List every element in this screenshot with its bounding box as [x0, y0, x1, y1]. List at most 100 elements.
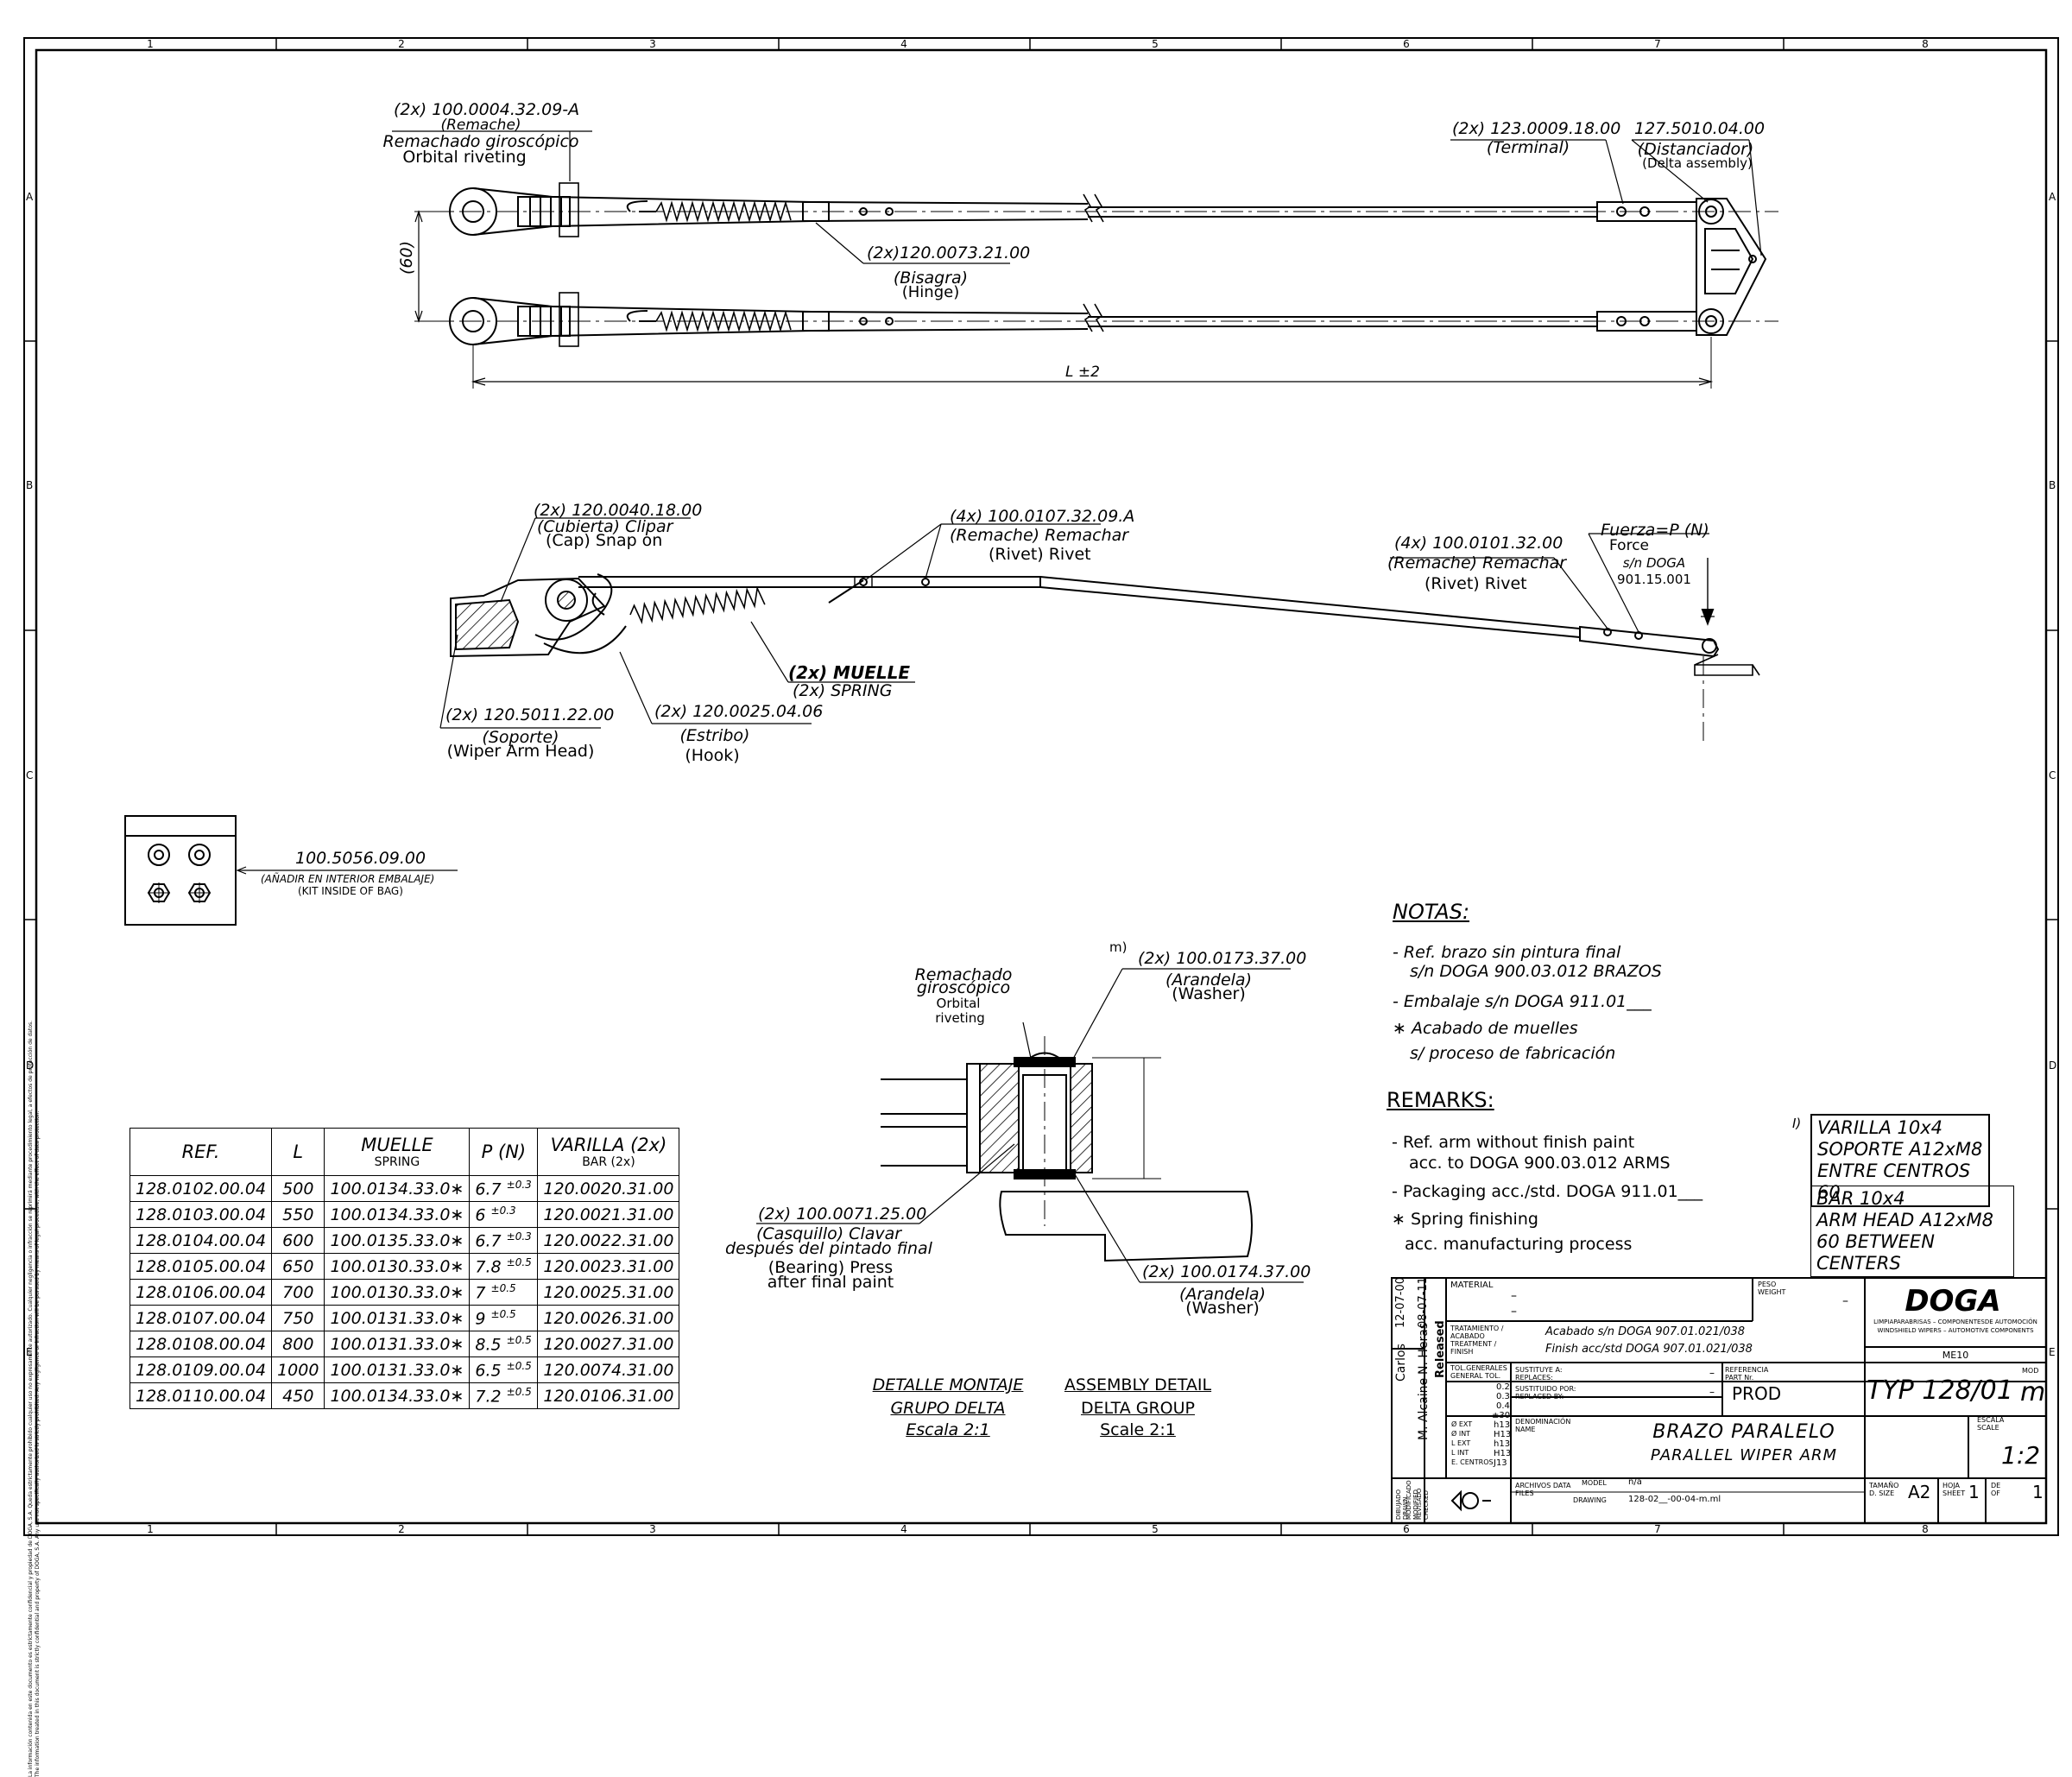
ref-cell: 128.0106.00.04: [129, 1279, 273, 1306]
note-1b: s/n DOGA 900.03.012 BRAZOS: [1410, 962, 1662, 981]
washer-top-en: (Washer): [1172, 984, 1246, 1003]
washer-top-es: (Arandela): [1166, 971, 1252, 990]
spring-cell: 100.0134.33.0∗: [324, 1201, 471, 1228]
tol-name: Ø INT: [1451, 1430, 1471, 1438]
bar-cell: 120.0023.31.00: [537, 1253, 680, 1280]
hinge-en: (Hinge): [901, 283, 960, 301]
column-label: 5: [1152, 38, 1159, 50]
column-label: 1: [147, 38, 154, 50]
treatment-label: TRATAMIENTO / ACABADO TREATMENT / FINISH: [1450, 1325, 1504, 1356]
head-es: (Soporte): [482, 728, 559, 747]
note-3b: s/ proceso de fabricación: [1410, 1044, 1616, 1063]
tolerance-sup: ±0.5: [506, 1255, 532, 1268]
orbital-es1: Remachado: [914, 965, 1013, 984]
bearing-es1: (Casquillo) Clavar: [755, 1224, 902, 1243]
force-cell: 9 ±0.5: [469, 1305, 539, 1331]
length-cell: 450: [271, 1382, 325, 1409]
column-label: 3: [649, 1523, 656, 1535]
tol-value: h13: [1494, 1439, 1511, 1449]
force-cell: 6.7 ±0.3: [469, 1227, 539, 1254]
tolerance-sup: ±0.3: [506, 1178, 532, 1191]
frame-border: [23, 37, 2059, 1536]
kit-en: (KIT INSIDE OF BAG): [298, 885, 403, 897]
bearing-ref: (2x) 100.0071.25.00: [758, 1205, 927, 1224]
force-std2: 901.15.001: [1617, 572, 1691, 587]
column-label: 8: [1922, 1523, 1929, 1535]
length-cell: 500: [271, 1175, 325, 1202]
tol-name: E. CENTROS: [1451, 1458, 1494, 1466]
force-std1: s/n DOGA: [1622, 555, 1686, 571]
replaces-value: –: [1709, 1367, 1715, 1379]
detail-title-en3: Scale 2:1: [1100, 1420, 1176, 1439]
spacing-dim: (60): [397, 240, 416, 275]
replaces-label: SUSTITUYE A: REPLACES:: [1515, 1366, 1563, 1382]
spring-cell: 100.0131.33.0∗: [324, 1331, 471, 1357]
washer-bot-es: (Arandela): [1179, 1285, 1266, 1304]
column-label: 3: [649, 38, 656, 50]
ref-cell: 128.0109.00.04: [129, 1356, 273, 1383]
force-cell: 8.5 ±0.5: [469, 1331, 539, 1357]
head-ref: (2x) 120.5011.22.00: [445, 705, 615, 724]
tolerance-sup: ±0.3: [506, 1230, 532, 1243]
terminal-label: (Terminal): [1486, 138, 1570, 157]
rivet4b-es: (Remache) Remachar: [1387, 553, 1567, 572]
company-logo: DOGA: [1905, 1284, 2001, 1319]
column-label: 2: [398, 38, 405, 50]
rivet-es2: Remachado giroscópico: [382, 132, 579, 151]
spring-en: (2x) SPRING: [793, 681, 893, 700]
date-released: 08-07-11: [1417, 1276, 1430, 1328]
spring-cell: 100.0130.33.0∗: [324, 1279, 471, 1306]
row-label: C: [2049, 769, 2056, 781]
of-value: 1: [2032, 1482, 2044, 1502]
remark-3a: ∗ Spring finishing: [1392, 1210, 1538, 1229]
delta-ref: 127.5010.04.00: [1634, 119, 1766, 138]
ref-cell: 128.0104.00.04: [129, 1227, 273, 1254]
hinge-ref: (2x)120.0073.21.00: [867, 243, 1031, 262]
orbital-es2: giroscópico: [916, 978, 1011, 997]
detail-title-es1: DETALLE MONTAJE: [872, 1375, 1024, 1394]
assembly-detail-section: [756, 968, 1304, 1283]
column-label: 2: [398, 1523, 405, 1535]
cap-ref: (2x) 120.0040.18.00: [534, 501, 703, 520]
force-cell: 7.8 ±0.5: [469, 1253, 539, 1280]
remarks-title: REMARKS:: [1387, 1088, 1494, 1112]
force-cell: 7.2 ±0.5: [469, 1382, 539, 1409]
kit-ref: 100.5056.09.00: [295, 849, 426, 868]
data-files-label: ARCHIVOS DATA FILES: [1515, 1482, 1571, 1497]
mod-label: MOD: [2022, 1367, 2039, 1375]
tolerance-sup: ±0.5: [506, 1359, 532, 1372]
role-checked: REVISADO CHECKED: [1416, 1488, 1430, 1520]
remark-3b: acc. manufacturing process: [1405, 1235, 1633, 1254]
spring-cell: 100.0131.33.0∗: [324, 1356, 471, 1383]
cap-en: (Cap) Snap on: [546, 531, 663, 550]
weight-label: PESO WEIGHT: [1758, 1281, 1786, 1296]
treatment-es: Acabado s/n DOGA 907.01.021/038: [1545, 1325, 1746, 1338]
note-3a: ∗ Acabado de muelles: [1393, 1019, 1578, 1038]
orbital-en2: riveting: [935, 1010, 985, 1026]
rivet4b-en: (Rivet) Rivet: [1424, 574, 1527, 593]
weight-value: –: [1842, 1294, 1848, 1308]
drawing-label: DRAWING: [1573, 1496, 1607, 1504]
note-1a: - Ref. brazo sin pintura final: [1393, 943, 1621, 962]
row-label: A: [26, 191, 34, 203]
spring-cell: 100.0135.33.0∗: [324, 1227, 471, 1254]
detail-marker: m): [1109, 939, 1128, 955]
sheet-value: 1: [1968, 1482, 1980, 1502]
tolerance-label: TOL.GENERALES GENERAL TOL.: [1450, 1364, 1507, 1380]
tolerance-sup: ±0.5: [506, 1333, 532, 1346]
company-sub-en: WINDSHIELD WIPERS – AUTOMOTIVE COMPONENT…: [1877, 1327, 2034, 1334]
washer-bot-en: (Washer): [1185, 1299, 1260, 1318]
rivet4-es: (Remache) Remachar: [950, 526, 1129, 545]
column-label: 1: [147, 1523, 154, 1535]
row-label: A: [2049, 191, 2056, 203]
length-cell: 550: [271, 1201, 325, 1228]
tol-value: h13: [1494, 1420, 1511, 1430]
type-label: TYP 128/01: [1867, 1375, 2013, 1406]
rivet4-en: (Rivet) Rivet: [989, 545, 1091, 564]
